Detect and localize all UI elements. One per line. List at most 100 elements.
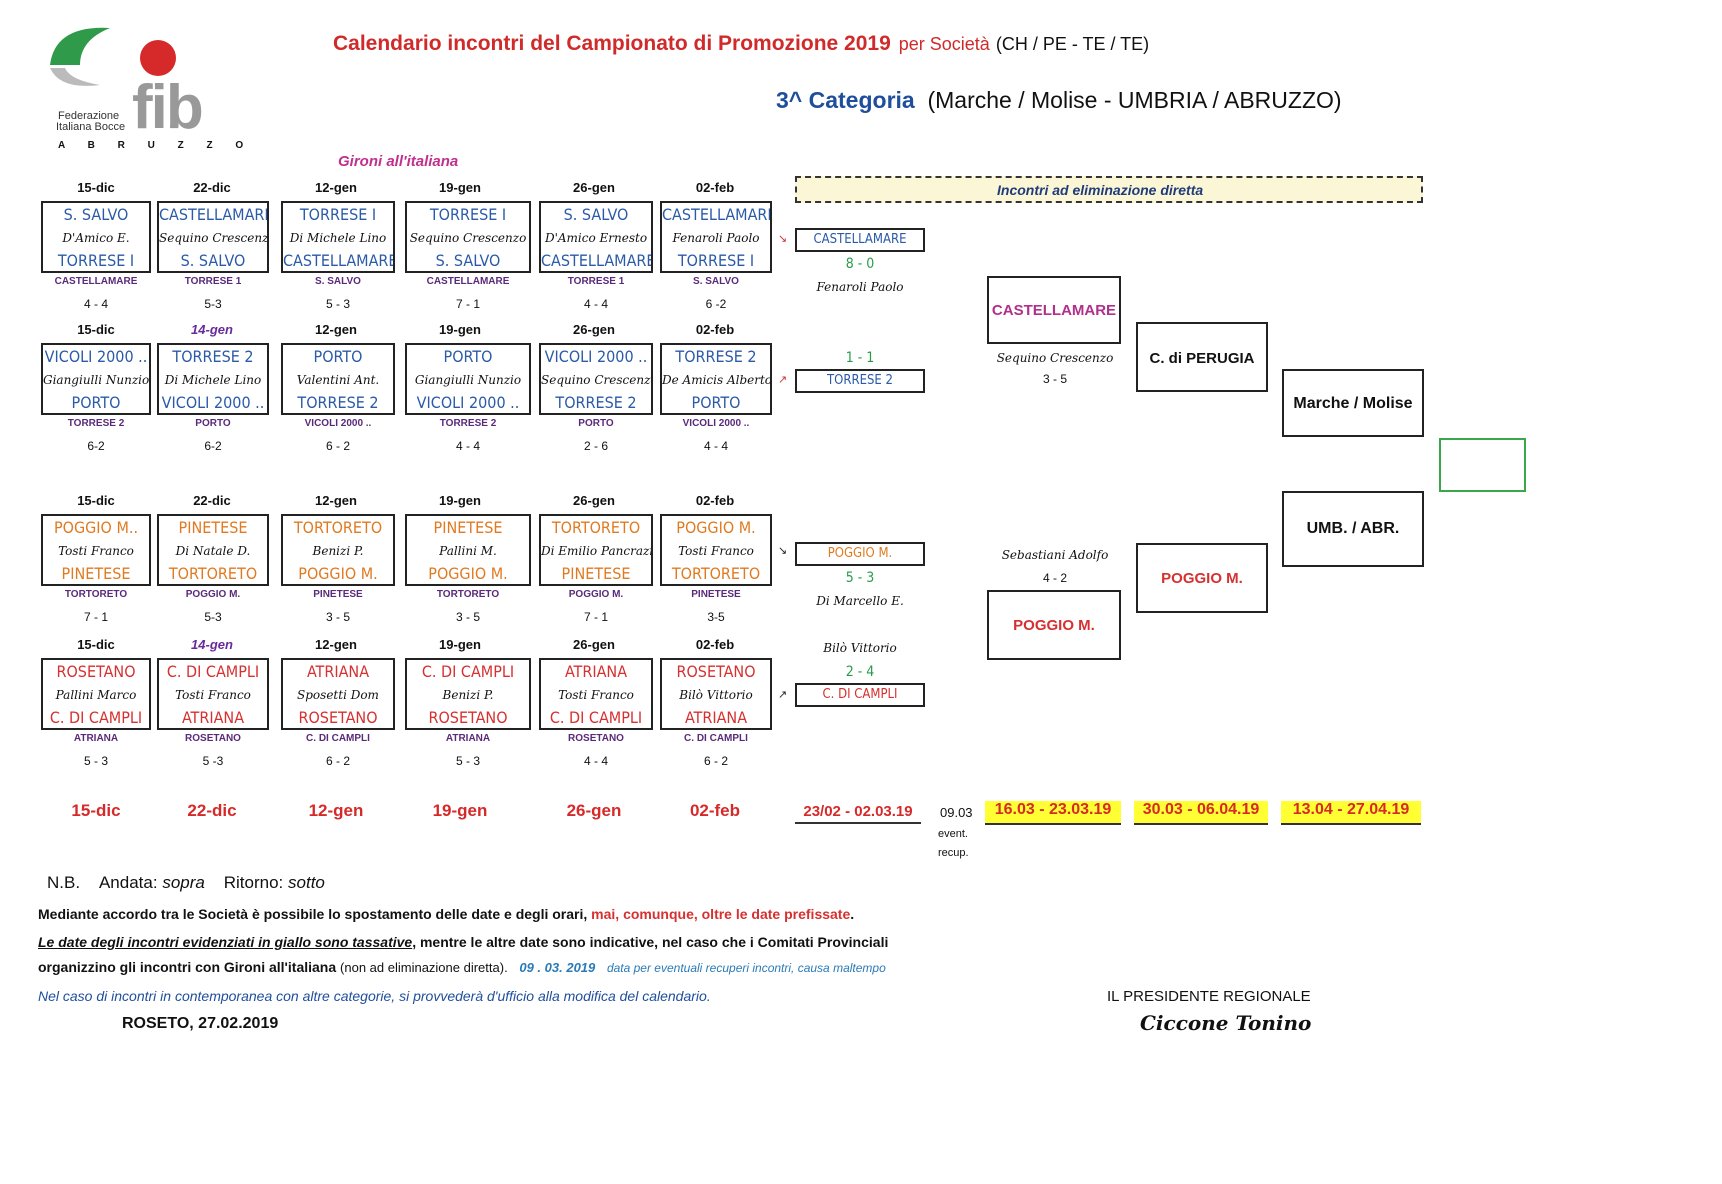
referee: D'Amico Ernesto <box>544 231 648 245</box>
r1-ref-1: Fenaroli Paolo <box>816 280 904 294</box>
match-score: 2 - 6 <box>583 439 608 453</box>
rematch-team: TORRESE 2 <box>439 418 497 429</box>
note-line-1: Mediante accordo tra le Società è possib… <box>38 906 854 922</box>
rematch-team: PORTO <box>195 418 231 429</box>
match-score: 7 - 1 <box>583 610 608 624</box>
referee: Tosti Franco <box>175 688 251 702</box>
gironi-label: Gironi all'italiana <box>338 153 459 170</box>
match-score: 3 - 5 <box>325 610 350 624</box>
home-team: VICOLI 2000 .. <box>544 348 648 366</box>
away-team: ROSETANO <box>298 709 378 727</box>
arrow-icon: ↗ <box>778 374 788 386</box>
match-score: 4 - 4 <box>455 439 480 453</box>
away-team: TORRESE 2 <box>297 394 379 412</box>
match-score: 4 - 4 <box>703 439 728 453</box>
away-team: TORTORETO <box>168 565 258 583</box>
rematch-team: C. DI CAMPLI <box>306 733 370 744</box>
match-score: 6-2 <box>87 439 105 453</box>
rematch-team: CASTELLAMARE <box>54 276 138 287</box>
away-team: POGGIO M. <box>298 565 378 583</box>
title-main: Calendario incontri del Campionato di Pr… <box>333 32 891 55</box>
note-line-2: Le date degli incontri evidenziati in gi… <box>38 934 888 950</box>
home-team: PORTO <box>443 348 493 366</box>
r1-team-campli: C. DI CAMPLI <box>795 683 925 707</box>
away-team: S. SALVO <box>435 252 501 270</box>
match-date: 22-dic <box>193 493 231 508</box>
match-date: 26-gen <box>573 180 615 195</box>
arrow-icon: ↗ <box>778 689 788 701</box>
match-score: 5 -3 <box>202 754 224 768</box>
home-team: PINETESE <box>178 519 248 537</box>
andata-label: Andata: <box>98 873 158 892</box>
away-team: VICOLI 2000 .. <box>161 394 265 412</box>
title-per: per Società <box>898 34 990 54</box>
match-date: 26-gen <box>573 322 615 337</box>
rematch-team: S. SALVO <box>693 276 739 287</box>
match-date: 02-feb <box>695 637 735 652</box>
r1-team-poggio: POGGIO M. <box>795 542 925 566</box>
referee: Sequino Crescenzo <box>541 373 651 387</box>
bottom-group-date: 12-gen <box>308 801 364 820</box>
referee: D'Amico E. <box>62 231 130 245</box>
rematch-team: PINETESE <box>691 589 741 600</box>
match-score: 3-5 <box>707 610 725 624</box>
knockout-label: Incontri ad eliminazione diretta <box>997 182 1204 198</box>
semi-bottom-box: POGGIO M. <box>987 590 1121 660</box>
bottom-group-date: 02-feb <box>689 801 741 820</box>
away-team: C. DI CAMPLI <box>549 709 643 727</box>
bottom-group-date: 15-dic <box>71 801 121 820</box>
away-team: PORTO <box>691 394 741 412</box>
fib-logo: Federazione Italiana Bocce fib A B R U Z… <box>40 20 243 155</box>
arrow-icon: ↘ <box>778 545 788 557</box>
recovery-date: 09.03 <box>940 805 973 820</box>
r1-result-2: 1 - 1 <box>845 350 875 366</box>
match-date: 14-gen <box>191 322 233 337</box>
home-team: ATRIANA <box>306 663 370 681</box>
inter-period: 13.04 - 27.04.19 <box>1281 801 1421 825</box>
r1-team-label: C. DI CAMPLI <box>822 687 898 702</box>
referee: Di Michele Lino <box>289 231 387 245</box>
note-3c: 09 . 03. 2019 <box>519 960 596 975</box>
inter-bottom-box: UMB. / ABR. <box>1282 491 1424 567</box>
match-date: 02-feb <box>695 322 735 337</box>
bottom-group-date: 22-dic <box>187 801 237 820</box>
recovery-note-1: event. <box>938 828 968 840</box>
away-team: PORTO <box>71 394 121 412</box>
r1-ref-3: Di Marcello E. <box>816 594 904 608</box>
away-team: PINETESE <box>561 565 631 583</box>
nb-line: N.B. Andata: sopra Ritorno: sotto <box>47 873 325 893</box>
referee: Benizi P. <box>312 544 364 558</box>
referee: Di Michele Lino <box>164 373 262 387</box>
winner-box <box>1439 438 1526 492</box>
match-date: 12-gen <box>315 493 357 508</box>
semi-top-ref: Sequino Crescenzo <box>996 351 1114 365</box>
match-date: 14-gen <box>191 637 233 652</box>
home-team: S. SALVO <box>563 206 629 224</box>
referee: Giangiulli Nunzio <box>414 373 522 387</box>
away-team: TORTORETO <box>671 565 761 583</box>
referee: Tosti Franco <box>558 688 634 702</box>
category-name: 3^ Categoria <box>776 87 915 113</box>
r1-result-1: 8 - 0 <box>845 256 875 272</box>
match-score: 6-2 <box>204 439 222 453</box>
rematch-team: PORTO <box>578 418 614 429</box>
match-score: 6 - 2 <box>703 754 728 768</box>
rematch-team: TORRESE 1 <box>567 276 625 287</box>
match-score: 4 - 4 <box>83 297 108 311</box>
logo-line2: Italiana Bocce <box>56 121 126 133</box>
note-3a: organizzino gli incontri con Gironi all'… <box>38 959 337 975</box>
note-1a: Mediante accordo tra le Società è possib… <box>38 906 592 922</box>
bottom-group-date: 19-gen <box>432 801 488 820</box>
away-team: VICOLI 2000 .. <box>416 394 520 412</box>
